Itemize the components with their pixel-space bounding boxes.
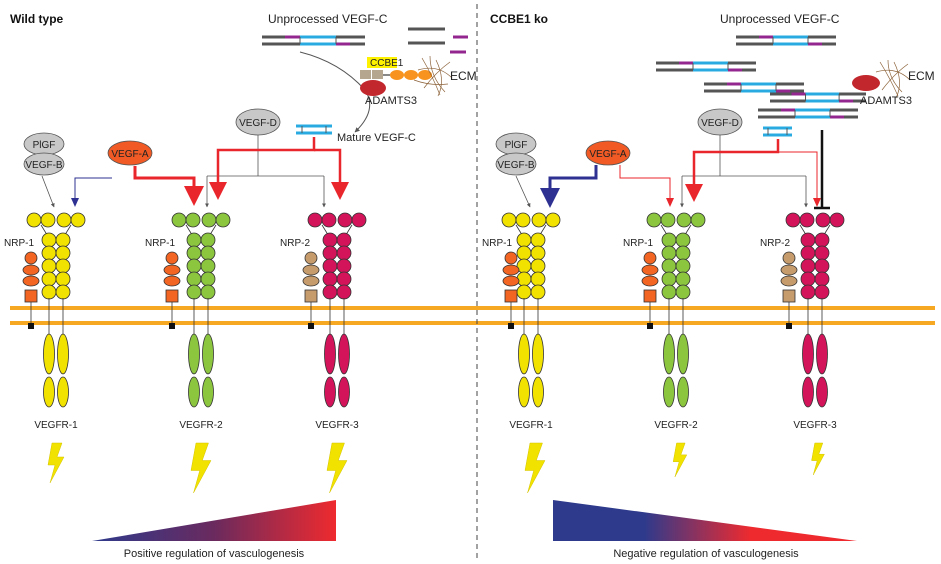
left-nrp1-b-label: NRP-1 <box>145 238 175 249</box>
left-vegfr2-label: VEGFR-2 <box>179 420 223 431</box>
left-vegfa-ligand <box>107 140 153 166</box>
unprocessed-vegfc-molecule <box>704 82 804 93</box>
left-vegfr3-signal-bolt <box>326 442 348 494</box>
unprocessed-vegfc-molecule <box>656 61 756 72</box>
left-cleaved-fragments <box>408 27 468 54</box>
ccbe1-label: CCBE1 <box>370 58 404 69</box>
right-unprocessed-vegfc-cluster <box>656 35 866 119</box>
right-gradient-triangle <box>553 500 857 541</box>
right-vegfa-ligand <box>585 140 631 166</box>
right-bottom-caption: Negative regulation of vasculogenesis <box>613 548 799 560</box>
right-vegfr1-receptor <box>501 212 561 408</box>
right-vegfr1-label: VEGFR-1 <box>509 420 553 431</box>
left-plgf-label: PlGF <box>33 140 56 151</box>
right-adamts3-label: ADAMTS3 <box>860 95 912 107</box>
mature-vegfc-label: Mature VEGF-C <box>337 132 416 144</box>
right-nrp1-a-label: NRP-1 <box>482 238 512 249</box>
left-nrp2-label: NRP-2 <box>280 238 310 249</box>
unprocessed-vegfc-molecule <box>770 92 866 103</box>
right-vegfr3-receptor <box>785 212 845 408</box>
right-vegfd-label: VEGF-D <box>701 118 739 129</box>
right-vegfb-label: VEGF-B <box>497 160 535 171</box>
right-nrp1-a <box>502 251 520 329</box>
right-nrp1-b <box>641 251 659 329</box>
right-vegfr2-receptor <box>646 212 706 408</box>
right-vegfr1-signal-bolt <box>524 442 546 494</box>
unprocessed-vegfc-molecule <box>758 108 858 119</box>
right-adamts3 <box>852 75 880 91</box>
left-vegfb-ligand <box>23 152 65 176</box>
left-vegfr1-signal-bolt <box>47 442 65 484</box>
left-vegfr2-receptor <box>171 212 231 408</box>
right-plgf-label: PlGF <box>505 140 528 151</box>
right-vegfr3-label: VEGFR-3 <box>793 420 837 431</box>
right-vegfa-label: VEGF-A <box>589 149 627 160</box>
right-vegfr3-signal-bolt <box>811 442 825 476</box>
mature-vegfc <box>296 124 332 135</box>
left-vegfa-label: VEGF-A <box>111 149 149 160</box>
left-ecm-fibers <box>413 55 453 97</box>
right-vegfb-ligand <box>495 152 537 176</box>
left-vegfr1-label: VEGFR-1 <box>34 420 78 431</box>
left-ecm-label: ECM <box>450 69 477 83</box>
left-unprocessed-vegfc-label: Unprocessed VEGF-C <box>268 12 388 26</box>
left-unprocessed-vegfc <box>262 35 365 46</box>
right-panel-title: CCBE1 ko <box>490 12 548 26</box>
cell-membrane <box>10 306 935 325</box>
right-nrp2-label: NRP-2 <box>760 238 790 249</box>
right-ecm-label: ECM <box>908 69 935 83</box>
right-nrp1-b-label: NRP-1 <box>623 238 653 249</box>
left-adamts3-label: ADAMTS3 <box>365 95 417 107</box>
left-processing-arrow <box>299 51 371 133</box>
right-ecm-fibers <box>875 59 911 99</box>
left-panel-title: Wild type <box>10 12 64 26</box>
right-nrp2 <box>780 251 798 329</box>
left-gradient-triangle <box>92 500 336 541</box>
left-vegfr3-receptor <box>307 212 367 408</box>
left-nrp1-b <box>163 251 181 329</box>
right-unprocessed-vegfc-label: Unprocessed VEGF-C <box>720 12 840 26</box>
unprocessed-vegfc-molecule <box>736 35 836 46</box>
ccbe1-complex: CCBE1 <box>360 57 432 96</box>
left-nrp2 <box>302 251 320 329</box>
right-mature-vegfc <box>763 126 792 137</box>
left-vegfr3-label: VEGFR-3 <box>315 420 359 431</box>
right-vegfr2-signal-bolt <box>672 442 688 478</box>
left-bottom-caption: Positive regulation of vasculogenesis <box>124 548 305 560</box>
left-nrp1-a <box>22 251 40 329</box>
left-vegfr1-receptor <box>26 212 86 408</box>
left-vegfb-label: VEGF-B <box>25 160 63 171</box>
left-vegfr2-signal-bolt <box>190 442 212 494</box>
left-vegfd-label: VEGF-D <box>239 118 277 129</box>
left-signaling-arrows <box>41 135 349 208</box>
right-vegfr2-label: VEGFR-2 <box>654 420 698 431</box>
left-nrp1-a-label: NRP-1 <box>4 238 34 249</box>
right-signaling-arrows <box>515 130 830 210</box>
